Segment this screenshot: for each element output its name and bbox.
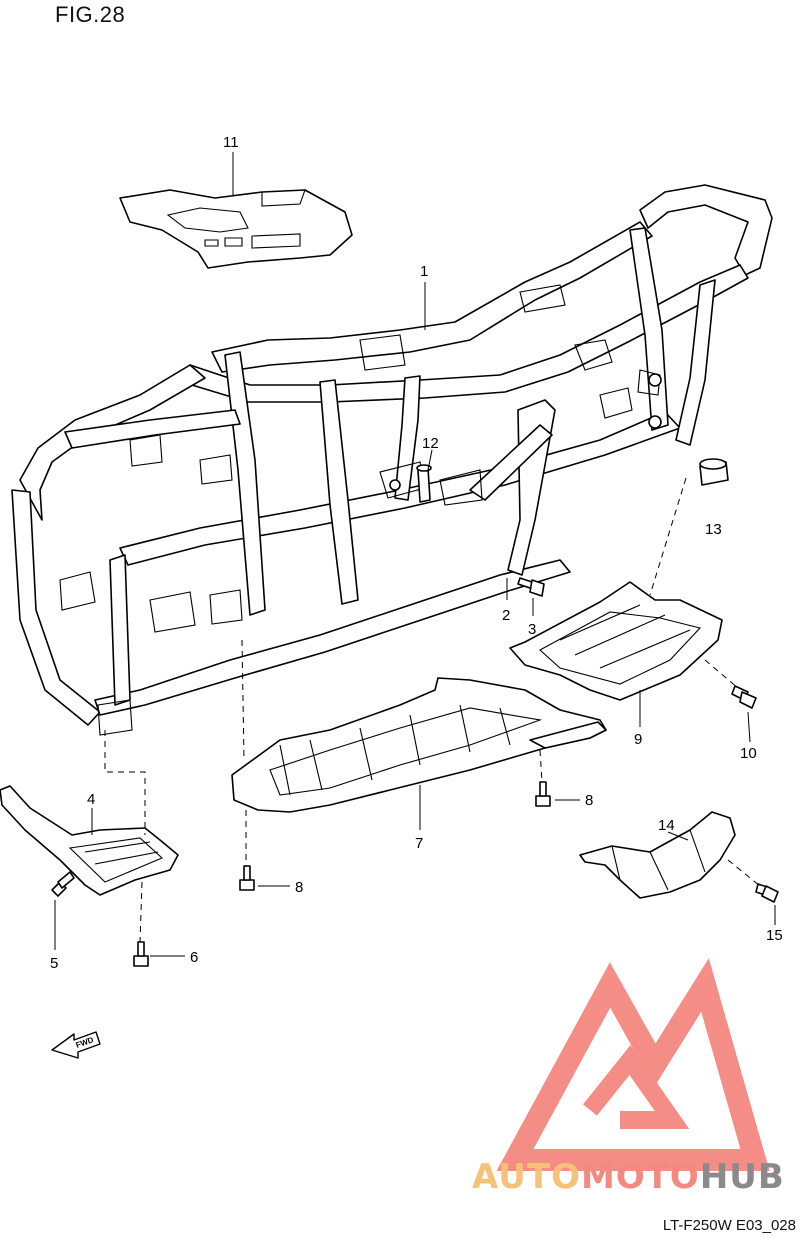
part-15-bolt: [755, 883, 779, 903]
watermark-logo: [496, 958, 770, 1171]
callout-7: 7: [415, 835, 423, 852]
callout-12: 12: [422, 435, 439, 452]
part-12-bolt: [416, 464, 432, 503]
callout-2: 2: [502, 607, 510, 624]
part-9-footrest-right: [509, 581, 723, 701]
part-4-footrest-left: [0, 785, 179, 896]
watermark-part-hub: HUB: [700, 1157, 785, 1197]
callout-3: 3: [528, 621, 536, 638]
part-1-frame: [11, 184, 773, 736]
callout-8-lower: 8: [295, 879, 303, 896]
callout-6: 6: [190, 949, 198, 966]
callout-14: 14: [658, 817, 675, 834]
part-10-bolt: [731, 685, 757, 709]
part-11-cover-plate: [119, 189, 353, 269]
callout-9: 9: [634, 731, 642, 748]
part-8-bolt-a: [535, 781, 551, 807]
figure-title: FIG.28: [55, 2, 126, 27]
callout-13: 13: [705, 521, 722, 538]
watermark-text: AUTOMOTOHUB: [472, 1157, 785, 1197]
part-7-skid-plate: [231, 677, 607, 813]
callout-5: 5: [50, 955, 58, 972]
forward-arrow-icon: FWD: [51, 1031, 101, 1059]
callout-labels: 1 2 3 4 5 6 7 8 8 9 10 11 12 13 14 15: [50, 134, 783, 972]
part-3-bolt: [517, 577, 545, 597]
callout-4: 4: [87, 791, 95, 808]
watermark-part-auto: AUTO: [472, 1157, 581, 1197]
diagram-code: LT-F250W E03_028: [662, 1217, 796, 1234]
part-14-guard: [579, 811, 736, 899]
callout-8-upper: 8: [585, 792, 593, 809]
callout-1: 1: [420, 263, 428, 280]
callout-15: 15: [766, 927, 783, 944]
callout-10: 10: [740, 745, 757, 762]
part-13-bushing: [699, 458, 729, 486]
part-8-bolt-b: [239, 865, 255, 891]
leader-lines: [54, 152, 776, 957]
part-5-bolt: [51, 871, 75, 897]
callout-11: 11: [223, 134, 239, 151]
part-6-bolt: [133, 941, 149, 967]
watermark-part-moto: MOTO: [581, 1157, 700, 1197]
